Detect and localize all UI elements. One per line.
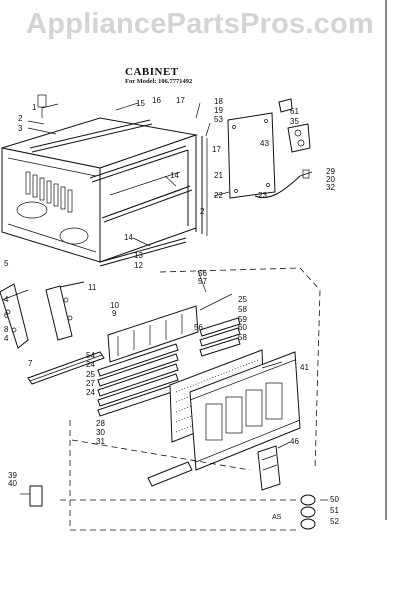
callout-2: 2: [18, 114, 23, 123]
callout-25: 25: [238, 295, 247, 304]
callout-19: 19: [214, 106, 223, 115]
support-brackets: [0, 281, 85, 349]
callout-46: 46: [290, 437, 299, 446]
callout-56: 56: [194, 323, 203, 332]
callout-1: 1: [32, 103, 37, 112]
louver-assembly: [97, 305, 241, 417]
callout-17: 17: [212, 145, 221, 154]
callout-24: 24: [86, 360, 95, 369]
callout-40: 40: [8, 479, 17, 488]
mounting-bracket: [20, 485, 43, 507]
callout-31: 31: [96, 437, 105, 446]
callout-11: 11: [88, 283, 97, 292]
control-knobs: [300, 494, 316, 530]
callout-14: 14: [124, 233, 133, 242]
callout-54: 54: [86, 351, 95, 360]
callout-20: 20: [326, 175, 335, 184]
callout-41: 41: [300, 363, 309, 372]
callout-23: 23: [258, 191, 267, 200]
callout-51: 51: [330, 506, 339, 515]
front-grille: [189, 351, 301, 471]
callout-17: 17: [176, 96, 185, 105]
callout-58: 58: [238, 333, 247, 342]
callout-16: 16: [152, 96, 161, 105]
callout-7: 7: [28, 359, 33, 368]
bottom-rail: [27, 351, 105, 385]
callout-52: 52: [330, 517, 339, 526]
callout-27: 27: [86, 379, 95, 388]
callout-18: 18: [214, 97, 223, 106]
callout-43: 43: [260, 139, 269, 148]
callout-2: 2: [200, 207, 205, 216]
callout-39: 39: [8, 471, 17, 480]
callout-4: 4: [4, 295, 9, 304]
leader-lines: [27, 102, 328, 501]
callout-56: 56: [198, 269, 207, 278]
control-box: [278, 98, 311, 153]
callout-35: 35: [290, 117, 299, 126]
side-channels: [187, 135, 208, 236]
corner-mark: AS: [272, 514, 282, 521]
callout-12: 12: [134, 261, 143, 270]
callout-4: 4: [4, 334, 9, 343]
callout-22: 22: [214, 191, 223, 200]
callout-25: 25: [86, 370, 95, 379]
cabinet-shell: [1, 94, 198, 267]
callout-50: 50: [330, 495, 339, 504]
callout-53: 53: [214, 115, 223, 124]
callout-10: 10: [110, 301, 119, 310]
callout-30: 30: [96, 428, 105, 437]
mounting-panel: [227, 112, 276, 199]
watermark: AppliancePartsPros.com: [26, 8, 374, 40]
seal-strip: [147, 461, 193, 487]
callout-28: 28: [96, 419, 105, 428]
callout-5: 5: [4, 259, 9, 268]
callout-58: 58: [238, 305, 247, 314]
control-panel: [257, 445, 281, 491]
callout-57: 57: [198, 277, 207, 286]
callout-3: 3: [18, 124, 23, 133]
callout-13: 13: [134, 251, 143, 260]
callout-9: 9: [112, 309, 117, 318]
diagram-title: CABINET: [125, 66, 179, 78]
callout-32: 32: [326, 183, 335, 192]
assembly-guides: [60, 267, 321, 531]
diagram-subtitle: For Model: 106.7771492: [125, 78, 193, 85]
callout-24: 24: [86, 388, 95, 397]
callout-29: 29: [326, 167, 335, 176]
callout-15: 15: [136, 99, 145, 108]
callout-59: 59: [238, 315, 247, 324]
callout-6: 6: [4, 311, 9, 320]
callout-8: 8: [4, 325, 9, 334]
callout-21: 21: [214, 171, 223, 180]
power-cord: [254, 169, 313, 198]
callout-60: 60: [238, 323, 247, 332]
callout-61: 61: [290, 107, 299, 116]
callout-14: 14: [170, 171, 179, 180]
